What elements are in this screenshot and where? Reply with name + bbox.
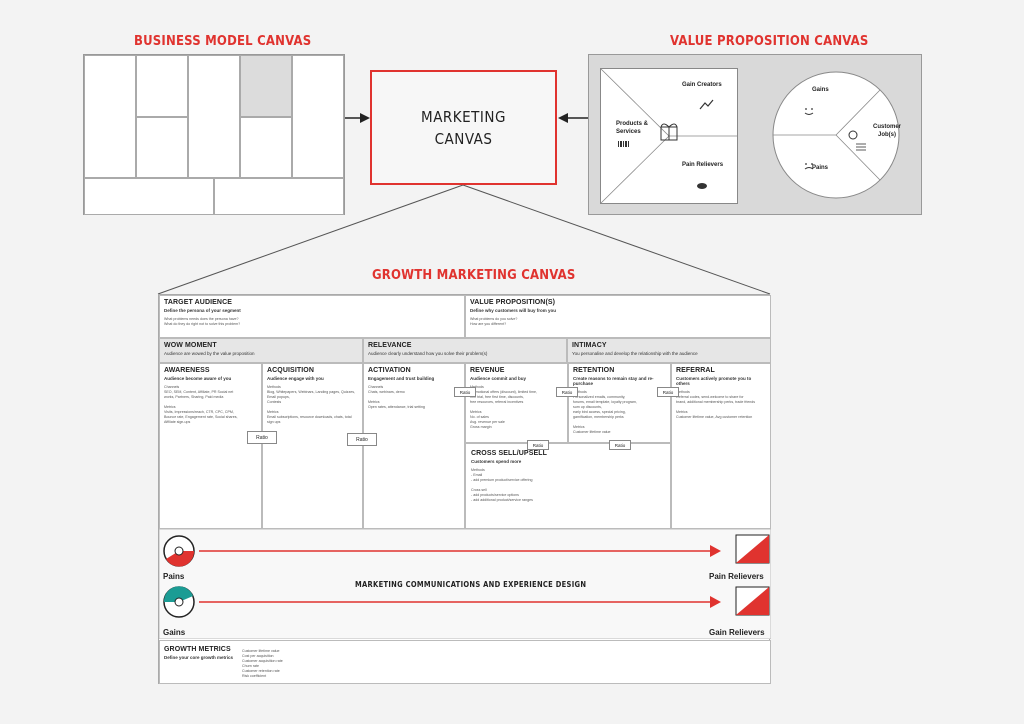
value-prop-body: What problems do you solve? How are you …: [470, 317, 518, 326]
wow-moment-cell: WOW MOMENT Audience are wowed by the val…: [159, 338, 363, 363]
cross-sell-cell: CROSS SELL/UPSELL Customers spend more M…: [465, 443, 671, 529]
target-audience-title: TARGET AUDIENCE: [164, 299, 232, 306]
intimacy-sub: You personalise and develop the relation…: [572, 351, 698, 356]
mc-line1: MARKETING: [421, 107, 506, 126]
retention-body: Methods Personalized emails, community, …: [573, 390, 637, 434]
growth-metrics-title: GROWTH METRICS: [164, 646, 231, 653]
relevance-title: RELEVANCE: [368, 342, 412, 349]
ratio-box: Ratio: [657, 387, 679, 397]
revenue-title: REVENUE: [470, 367, 505, 374]
cross-sell-title: CROSS SELL/UPSELL: [471, 450, 547, 457]
referral-body: Methods Referral codes, send.welcome to …: [676, 390, 756, 419]
awareness-cell: AWARENESS Audience become aware of you C…: [159, 363, 262, 529]
ratio-box: Ratio: [454, 387, 476, 397]
mc-line2: CANVAS: [434, 129, 493, 148]
revenue-sub: Audience commit and buy: [470, 376, 527, 381]
activation-cell: ACTIVATION Engagement and trust building…: [363, 363, 465, 529]
products-services-label: Products & Services: [616, 121, 649, 135]
awareness-body: Channels SEO, SEM, Content, Affiliate, P…: [164, 385, 238, 424]
relevance-sub: Audience clearly understand how you solv…: [368, 351, 488, 356]
target-audience-sub: Define the persona of your segment: [164, 308, 241, 313]
activation-title: ACTIVATION: [368, 367, 411, 374]
intimacy-cell: INTIMACY You personalise and develop the…: [567, 338, 771, 363]
pain-relievers-label: Pain Relievers: [682, 162, 724, 168]
cross-sell-sub: Customers spend more: [471, 459, 522, 464]
bmc-title: BUSINESS MODEL CANVAS: [134, 34, 312, 49]
pains-label: Pains: [812, 165, 829, 171]
customer-profile-circle: [772, 71, 900, 199]
awareness-title: AWARENESS: [164, 367, 210, 374]
wow-title: WOW MOMENT: [164, 342, 217, 349]
value-prop-title: VALUE PROPOSITION(S): [470, 299, 556, 306]
referral-sub: Customers actively promote you to others: [676, 376, 752, 386]
ratio-box: Ratio: [609, 440, 631, 450]
vpc-title: VALUE PROPOSITION CANVAS: [670, 34, 869, 49]
acquisition-body: Methods Blog, Whitepapers, Webinars, Lan…: [267, 385, 356, 424]
pains-gains-flow: [159, 529, 771, 639]
relevance-cell: RELEVANCE Audience clearly understand ho…: [363, 338, 567, 363]
wow-sub: Audience are wowed by the value proposit…: [164, 351, 255, 356]
customer-jobs-label: Customer Job(s): [872, 124, 901, 138]
gains-label: Gains: [812, 87, 829, 93]
intimacy-title: INTIMACY: [572, 342, 607, 349]
growth-marketing-canvas: TARGET AUDIENCE Define the persona of yo…: [158, 294, 771, 684]
growth-metrics-sub: Define your core growth metrics: [164, 655, 234, 660]
gain-creators-label: Gain Creators: [682, 82, 722, 88]
acquisition-cell: ACQUISITION Audience engage with you Met…: [262, 363, 363, 529]
growth-metrics-cell: GROWTH METRICS Define your core growth m…: [159, 640, 771, 684]
referral-title: REFERRAL: [676, 367, 715, 374]
activation-body: Channels Chats, webinars, demo Metrics O…: [368, 385, 425, 409]
ratio-box: Ratio: [347, 433, 377, 446]
referral-cell: REFERRAL Customers actively promote you …: [671, 363, 771, 529]
ratio-box: Ratio: [247, 431, 277, 444]
value-proposition-cell: VALUE PROPOSITION(S) Define why customer…: [465, 295, 771, 338]
value-prop-sub: Define why customers will buy from you: [470, 308, 557, 313]
gains-label: Gains: [163, 628, 186, 637]
marketing-communications-label: MARKETING COMMUNICATIONS AND EXPERIENCE …: [355, 580, 587, 589]
retention-sub: Create reasons to remain stay and re-pur…: [573, 376, 654, 386]
value-proposition-canvas: Gain Creators Products & Services Pain R…: [588, 54, 922, 215]
ratio-box: Ratio: [527, 440, 549, 450]
cross-sell-body: Methods - Email - add premium product/se…: [471, 468, 533, 502]
acquisition-title: ACQUISITION: [267, 367, 314, 374]
revenue-cell: REVENUE Audience commit and buy Methods …: [465, 363, 568, 443]
acquisition-sub: Audience engage with you: [267, 376, 324, 381]
gmc-title: GROWTH MARKETING CANVAS: [372, 268, 576, 283]
gain-relievers-label: Gain Relievers: [709, 628, 765, 637]
retention-cell: RETENTION Create reasons to remain stay …: [568, 363, 671, 443]
awareness-sub: Audience become aware of you: [164, 376, 232, 381]
activation-sub: Engagement and trust building: [368, 376, 435, 381]
ratio-box: Ratio: [556, 387, 578, 397]
marketing-canvas-box: MARKETING CANVAS: [370, 70, 557, 185]
value-map-square: Gain Creators Products & Services Pain R…: [600, 68, 738, 204]
target-audience-cell: TARGET AUDIENCE Define the persona of yo…: [159, 295, 465, 338]
retention-title: RETENTION: [573, 367, 615, 374]
revenue-body: Methods Promotional offers (discount), l…: [470, 385, 538, 429]
pains-label: Pains: [163, 572, 185, 581]
growth-metrics-body: Customer lifetime value Cost per acquisi…: [242, 649, 283, 678]
business-model-canvas: [83, 54, 345, 215]
pain-relievers-label: Pain Relievers: [709, 572, 764, 581]
target-audience-body: What problems needs does the persona hav…: [164, 317, 241, 326]
